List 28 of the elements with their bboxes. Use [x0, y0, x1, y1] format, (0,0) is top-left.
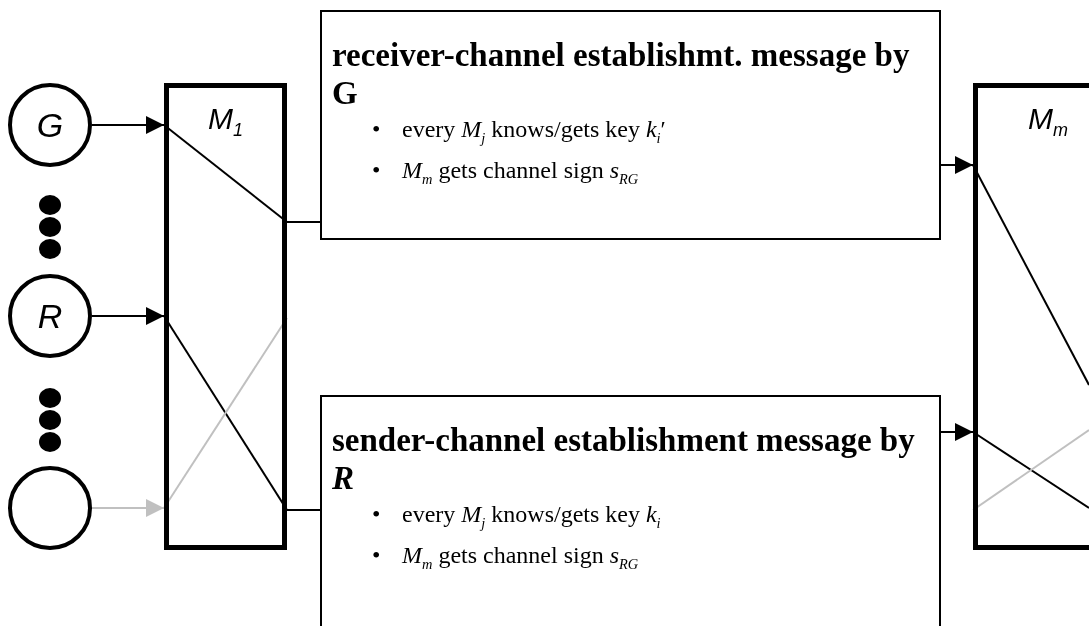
message-heading: sender-channel establishment message by R: [332, 421, 916, 497]
arrow: [91, 499, 165, 517]
bullet-text: every M$_{j}$ knows/gets key k$_{i}$: [402, 500, 661, 533]
arrow: [91, 116, 165, 134]
connector-line: [286, 509, 321, 511]
mix-label: M$_{1}$: [207, 102, 244, 141]
node-label: R: [37, 296, 63, 336]
message-heading: receiver-channel establishmt. message by G: [332, 36, 911, 112]
bullet-text: M$_{m}$ gets channel sign s$_{RG}$: [402, 540, 639, 574]
circle-node: [8, 466, 92, 550]
mix-box: [164, 83, 287, 550]
circle-node: [8, 274, 92, 358]
message-box: [320, 395, 941, 626]
arrow: [940, 156, 974, 174]
message-box: [320, 10, 941, 240]
bullet-mark: •: [372, 115, 382, 144]
connector-line: [286, 221, 321, 223]
bullet-mark: •: [372, 540, 382, 570]
node-label: G: [36, 105, 64, 145]
bullet-text: every M$_{j}$ knows/gets key k$_{i}$′: [402, 115, 666, 148]
mix-label: M$_{m}$: [1027, 102, 1069, 141]
arrow: [940, 423, 974, 441]
bullet-mark: •: [372, 500, 382, 529]
arrow: [91, 307, 165, 325]
bullet-text: M$_{m}$ gets channel sign s$_{RG}$: [402, 155, 639, 189]
circle-node: [8, 83, 92, 167]
mix-box: [973, 83, 1089, 550]
bullet-mark: •: [372, 155, 382, 185]
